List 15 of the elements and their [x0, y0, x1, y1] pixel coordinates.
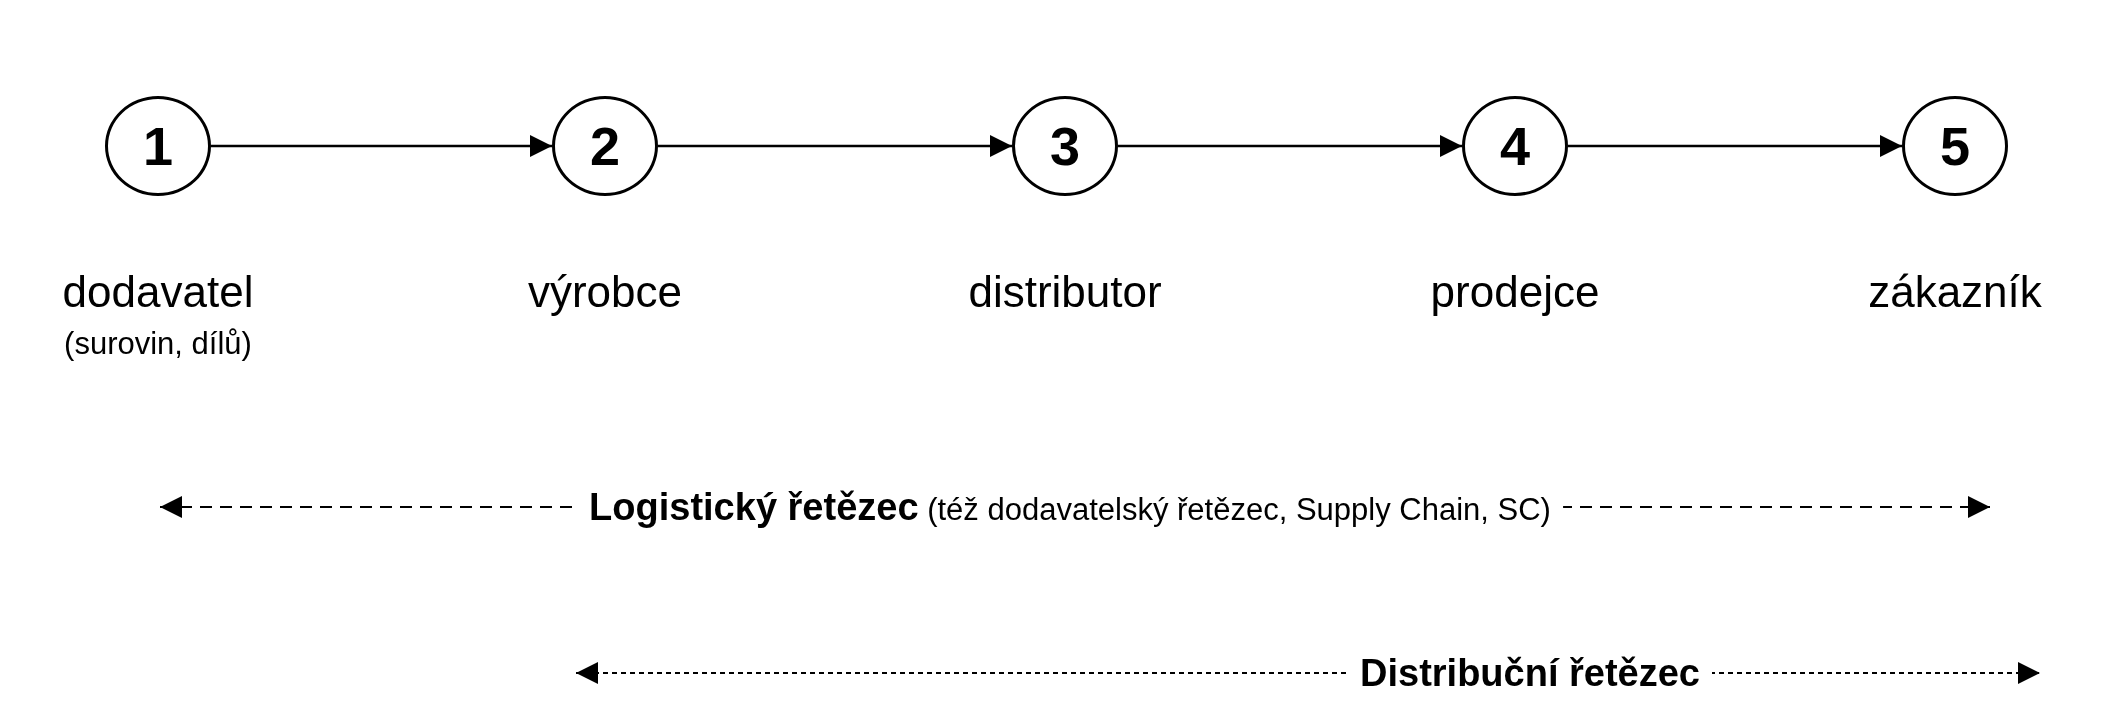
- node-label: zákazník: [1868, 266, 2042, 318]
- number-circle: 2: [552, 96, 658, 196]
- node-label: distributor: [968, 266, 1162, 318]
- number-circle: 3: [1012, 96, 1118, 196]
- arrow: [211, 135, 552, 157]
- arrow: [1118, 135, 1462, 157]
- arrow: [1568, 135, 1902, 157]
- node-label: prodejce: [1430, 266, 1600, 318]
- number-circle: 5: [1902, 96, 2008, 196]
- node-label: výrobce: [527, 266, 683, 318]
- number-circle: 4: [1462, 96, 1568, 196]
- node-sublabel: (surovin, dílů): [64, 325, 252, 363]
- number-circle: 1: [105, 96, 211, 196]
- node-label: dodavatel: [62, 266, 254, 318]
- arrow: [658, 135, 1012, 157]
